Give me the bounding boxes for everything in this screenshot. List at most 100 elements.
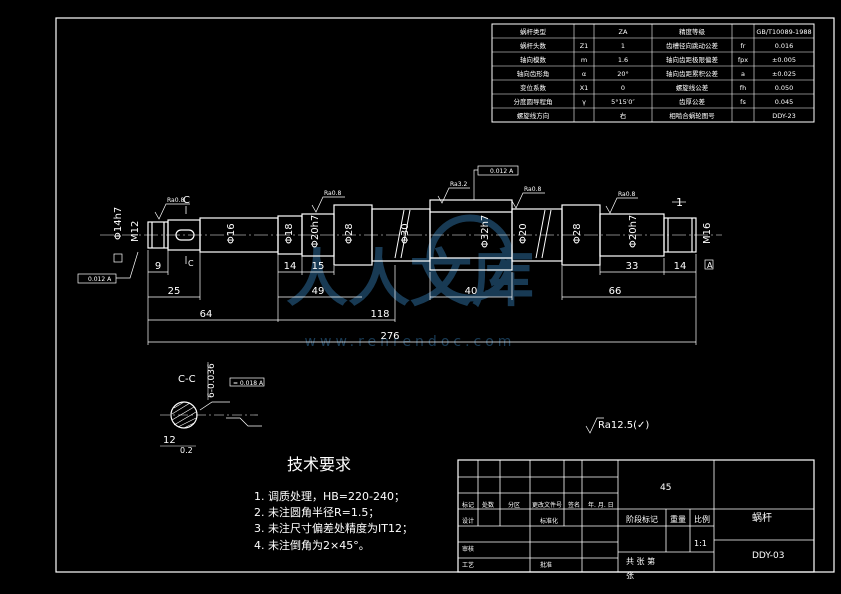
param-table-cell: 螺旋线方向	[517, 111, 550, 120]
param-table-cell: 轴向模数	[520, 55, 547, 64]
dim-66: 66	[609, 286, 622, 297]
section-c-top: C	[183, 195, 190, 206]
param-table-cell: 0.050	[775, 84, 794, 92]
tb-header-count: 处数	[482, 501, 494, 509]
section-tol: = 0.018 A	[233, 380, 264, 387]
dim-33: 33	[626, 261, 639, 272]
param-table-cell: 螺旋线公差	[676, 83, 709, 92]
ra08-left: Ra0.8	[167, 197, 184, 204]
datum-a: A	[707, 261, 713, 270]
param-table-cell: 蜗杆类型	[520, 27, 547, 36]
param-table-cell: fs	[740, 98, 746, 106]
watermark: 人人文库 www.renrendoc.com	[286, 214, 534, 350]
dim-118: 118	[370, 309, 389, 320]
tech-req-1: 1. 调质处理，HB=220-240；	[254, 490, 405, 503]
tb-review: 审核	[462, 545, 474, 553]
dim-25: 25	[168, 286, 181, 297]
tol-top: 0.012 A	[490, 168, 514, 175]
param-table-cell: fr	[741, 42, 746, 50]
watermark-brand: 人人文库	[286, 242, 534, 315]
dim-d16: Φ16	[226, 223, 237, 244]
drawing-frame	[55, 17, 835, 573]
param-table-cell: 轴向齿距累积公差	[666, 69, 719, 78]
title-block	[457, 459, 815, 573]
param-table-cell: ±0.025	[772, 70, 796, 78]
dim-d20h7-right: Φ20h7	[628, 215, 639, 248]
tb-header-doc: 更改文件号	[532, 501, 562, 509]
dim-64: 64	[200, 309, 213, 320]
section-dim-6: 6-0.036	[207, 363, 217, 398]
break-lines	[394, 209, 552, 259]
tol-left: 0.012 A	[88, 276, 112, 283]
param-table-cell: 1	[621, 42, 625, 50]
param-table-cell: 相啮合蜗轮图号	[669, 111, 715, 120]
tb-ratio: 比例	[694, 514, 710, 524]
dim-d20-right: Φ20	[518, 223, 529, 244]
dim-m12: M12	[130, 221, 141, 242]
tech-requirements: 技术要求 1. 调质处理，HB=220-240； 2. 未注圆角半径R=1.5；…	[254, 455, 413, 552]
dim-d28-right: Φ28	[572, 223, 583, 244]
tb-approve: 批准	[540, 561, 552, 569]
param-table-cell: 轴向齿形角	[517, 69, 550, 78]
tech-req-3: 3. 未注尺寸偏差处精度为IT12；	[254, 521, 413, 535]
dim-m16: M16	[702, 223, 713, 244]
section-view-cc: C-C 6-0.036 = 0.018 A 12 0.2	[160, 362, 265, 455]
param-table-cell: γ	[582, 98, 586, 106]
param-table-cell: 5°15′0″	[611, 98, 635, 106]
param-table-cell: ±0.005	[772, 56, 796, 64]
param-table-cell: α	[582, 70, 586, 78]
tb-stage: 阶段标记	[626, 514, 658, 524]
param-table-cell: ZA	[619, 28, 628, 36]
datum-1: 1	[676, 196, 683, 209]
tb-header-zone: 分区	[508, 501, 520, 509]
tb-standardize: 标准化	[540, 517, 558, 525]
param-table-cell: 右	[620, 111, 627, 120]
param-table-cell: 0	[621, 84, 625, 92]
tb-weight: 重量	[670, 514, 686, 524]
tb-part-name: 蜗杆	[752, 512, 772, 524]
tb-material: 45	[660, 483, 671, 493]
dim-d18: Φ18	[284, 223, 295, 244]
ra08-far-right: Ra0.8	[618, 191, 635, 198]
param-table-frame	[491, 23, 815, 123]
dim-14-right: 14	[674, 261, 687, 272]
param-table-cell: 1.6	[618, 56, 628, 64]
tb-header-mark: 标记	[462, 501, 474, 509]
dim-15: 15	[312, 261, 325, 272]
param-table-cell: 齿槽径向跳动公差	[666, 41, 719, 50]
dim-d14h7: Φ14h7	[113, 207, 124, 240]
dim-9: 9	[155, 261, 161, 272]
param-table-cell: X1	[580, 84, 589, 92]
ra08-mid: Ra0.8	[324, 190, 341, 197]
ra08-right: Ra0.8	[524, 186, 541, 193]
param-table-cell: 变位系数	[520, 83, 547, 92]
tech-req-2: 2. 未注圆角半径R=1.5；	[254, 505, 379, 519]
tb-header-sign: 签名	[568, 501, 580, 509]
param-table-cell: fh	[740, 84, 746, 92]
dim-d32h7: Φ32h7	[480, 215, 491, 248]
tech-req-title: 技术要求	[287, 455, 351, 474]
param-table-cell: 精度等级	[679, 27, 706, 36]
dim-49: 49	[312, 286, 325, 297]
general-roughness: Ra12.5(✓)	[585, 417, 649, 434]
tb-designer: 设计	[462, 517, 474, 525]
param-table-cell: m	[581, 56, 587, 64]
tech-req-4: 4. 未注倒角为2×45°。	[254, 538, 370, 552]
shaft-outline	[147, 199, 697, 271]
dimension-lines	[147, 250, 697, 345]
param-table-cell: 0.045	[775, 98, 794, 106]
tb-sheet2: 张	[626, 571, 634, 580]
dim-276: 276	[380, 331, 399, 342]
param-table-cell: GB/T10089-1988	[756, 28, 811, 36]
param-table-cell: 蜗杆头数	[520, 41, 547, 50]
param-table-cell: fpx	[738, 56, 748, 64]
param-table-cell: 分度圆导程角	[514, 97, 553, 106]
section-title: C-C	[178, 374, 196, 385]
param-table-cell: 20°	[617, 70, 629, 78]
roughness-note: Ra12.5(✓)	[598, 420, 649, 431]
param-table-cell: DDY-23	[772, 112, 795, 120]
dim-40: 40	[465, 286, 478, 297]
dim-d20h7-left: Φ20h7	[310, 215, 321, 248]
